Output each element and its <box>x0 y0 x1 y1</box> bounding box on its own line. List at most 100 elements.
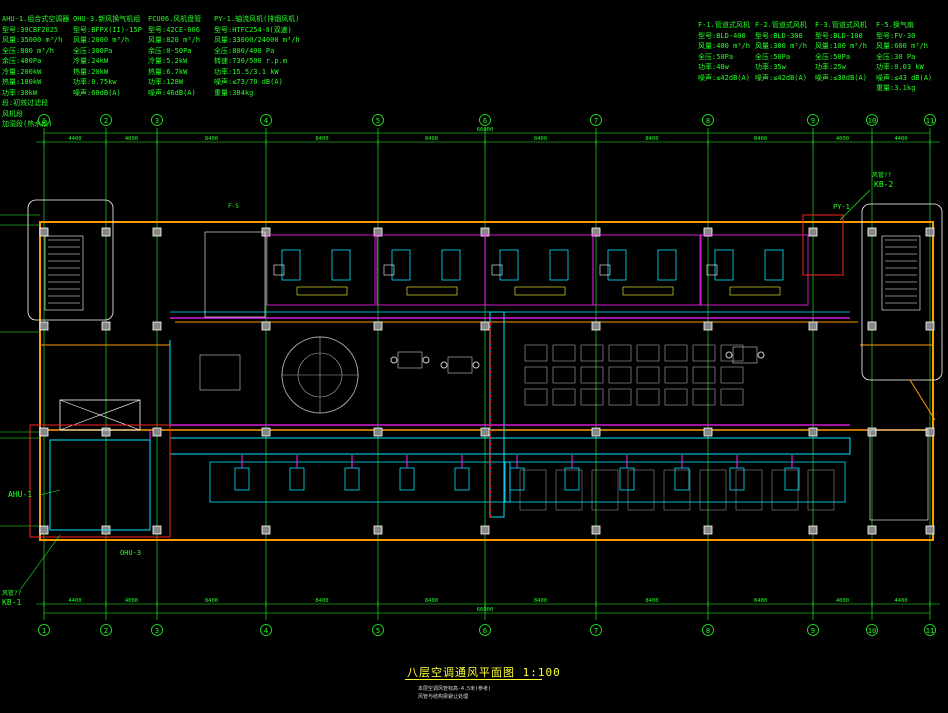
tag-ahu1: AHU-1 <box>8 490 33 499</box>
axis-label-top: 10 <box>868 117 876 125</box>
column <box>925 321 935 331</box>
column <box>39 525 49 535</box>
column <box>480 321 490 331</box>
desk-lower <box>555 469 583 511</box>
room-fcu <box>331 249 351 281</box>
axis-bubble-top <box>702 114 714 126</box>
dimension-lines: 4400 4000 8400 8400 8400 8400 8400 8400 4000 4400… <box>36 127 940 614</box>
office-room <box>484 234 594 306</box>
workstation <box>692 388 716 406</box>
dim-span-label: 8400 <box>315 136 328 142</box>
workstation <box>608 366 632 384</box>
outer-wall <box>39 221 934 541</box>
fcu-unit <box>289 467 305 491</box>
schedule-ahu1: AHU-1.组合式空调器 型号:39CBF2025 风量:35000 m³/h … <box>2 15 70 128</box>
axis-label-top: 8 <box>706 117 710 125</box>
column <box>808 321 818 331</box>
workstation <box>524 388 548 406</box>
schedule-fcu06: FCU06.风机盘管 型号:42CE-006 风量:820 m³/h 余压:0-… <box>148 15 202 97</box>
axis-label-top: 3 <box>155 117 159 125</box>
axis-label-top: 4 <box>264 117 268 125</box>
stair-left <box>44 235 84 311</box>
column <box>703 525 713 535</box>
desk-lower <box>807 469 835 511</box>
chair <box>472 361 480 369</box>
room-toilet <box>491 264 503 276</box>
title-underline <box>405 679 542 680</box>
fcu-unit <box>729 467 745 491</box>
room-toilet <box>599 264 611 276</box>
column <box>373 321 383 331</box>
column <box>261 427 271 437</box>
axis-bubble-top <box>924 114 936 126</box>
schedule-f1: F-1.管道式风机 型号:BLD-400 风量:400 m³/h 全压:50Pa… <box>698 21 750 82</box>
office-room <box>592 234 702 306</box>
axis-bubble-bottom <box>479 624 491 636</box>
column <box>480 427 490 437</box>
dim-span-label: 8400 <box>534 598 547 604</box>
column <box>261 525 271 535</box>
workstation <box>524 366 548 384</box>
workstation <box>608 388 632 406</box>
axis-label-bottom: 11 <box>926 627 934 635</box>
axis-label-bottom: 6 <box>483 627 487 635</box>
fcu-unit <box>399 467 415 491</box>
workstation <box>664 388 688 406</box>
dim-span-label: 8400 <box>205 598 218 604</box>
tag-kb1: KB-1 <box>2 598 22 607</box>
room-fcu <box>391 249 411 281</box>
axis-bubble-top <box>866 114 878 126</box>
vertical-duct <box>489 311 505 518</box>
ahu-zone-outline <box>29 424 171 538</box>
fcu-unit <box>564 467 580 491</box>
dim-span-label: 8400 <box>425 598 438 604</box>
room-tag-box <box>729 286 781 296</box>
column <box>373 525 383 535</box>
dim-span-label: 8400 <box>645 136 658 142</box>
axis-bubble-bottom <box>866 624 878 636</box>
dim-span-label: 8400 <box>205 136 218 142</box>
stair-enclosure-right <box>861 203 943 381</box>
fcu-unit <box>619 467 635 491</box>
column <box>101 321 111 331</box>
axis-label-bottom: 10 <box>868 627 876 635</box>
workstation <box>720 388 744 406</box>
desk-lower <box>771 469 799 511</box>
air-ducts <box>149 311 851 530</box>
column <box>808 525 818 535</box>
axis-label-bottom: 3 <box>155 627 159 635</box>
column <box>261 321 271 331</box>
chair <box>422 356 430 364</box>
dim-span-label: 4400 <box>68 136 81 142</box>
dim-span-label: 4400 <box>894 598 907 604</box>
column <box>373 427 383 437</box>
dim-span-label: 4000 <box>836 598 849 604</box>
desk-lower <box>735 469 763 511</box>
fcu-unit <box>674 467 690 491</box>
axis-label-bottom: 4 <box>264 627 268 635</box>
desk-lower <box>591 469 619 511</box>
dim-span-label: 8400 <box>754 598 767 604</box>
leader-kb1 <box>19 534 61 591</box>
workstation <box>580 344 604 362</box>
dim-total-label: 66000 <box>477 127 494 133</box>
room-fcu <box>281 249 301 281</box>
chair <box>390 356 398 364</box>
desk-lower <box>627 469 655 511</box>
meeting-table <box>732 346 758 364</box>
column <box>591 227 601 237</box>
dim-span-label: 8400 <box>534 136 547 142</box>
leader-kb2 <box>839 189 871 221</box>
dim-span-label: 4000 <box>836 136 849 142</box>
room-tag-box <box>406 286 458 296</box>
column <box>867 525 877 535</box>
axis-label-bottom: 7 <box>594 627 598 635</box>
room-toilet <box>383 264 395 276</box>
column <box>703 227 713 237</box>
axis-label-bottom: 5 <box>376 627 380 635</box>
column <box>480 525 490 535</box>
axis-bubble-bottom <box>590 624 602 636</box>
axis-label-top: 1 <box>42 117 46 125</box>
